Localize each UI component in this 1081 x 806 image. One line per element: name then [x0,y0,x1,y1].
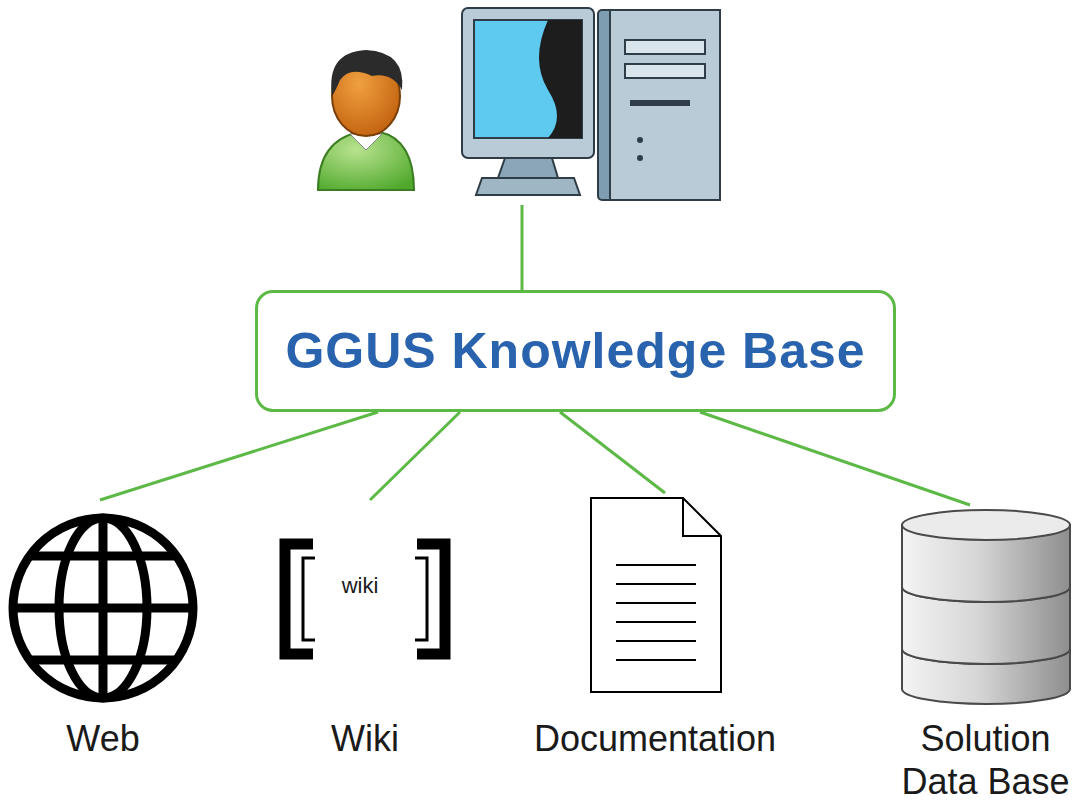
database-icon [897,508,1075,706]
icon-area: wiki [270,500,460,717]
icon-area [525,493,785,717]
source-label: Web [3,717,203,760]
source-label: Wiki [270,717,460,760]
document-icon [588,495,724,695]
wiki-icon [275,538,455,660]
box-title: GGUS Knowledge Base [285,324,865,379]
source-label: Solution Data Base [896,717,1076,803]
user-link-line [521,205,524,290]
source-node: Web [3,500,203,760]
connector-line [370,412,460,500]
icon-area [3,500,203,717]
icon-area [893,505,1078,717]
knowledge-base-box: GGUS Knowledge Base [255,290,895,412]
globe-icon [3,508,203,708]
source-label: Documentation [525,717,785,760]
source-node: Solution Data Base [893,505,1078,803]
user-figure [318,50,414,190]
source-node: Documentation [525,493,785,760]
source-node: wikiWiki [270,500,460,760]
computer [462,8,720,200]
icon-text: wiki [320,575,400,597]
connector-line [560,412,665,493]
connector-line [100,412,378,500]
connector-line [700,412,970,505]
